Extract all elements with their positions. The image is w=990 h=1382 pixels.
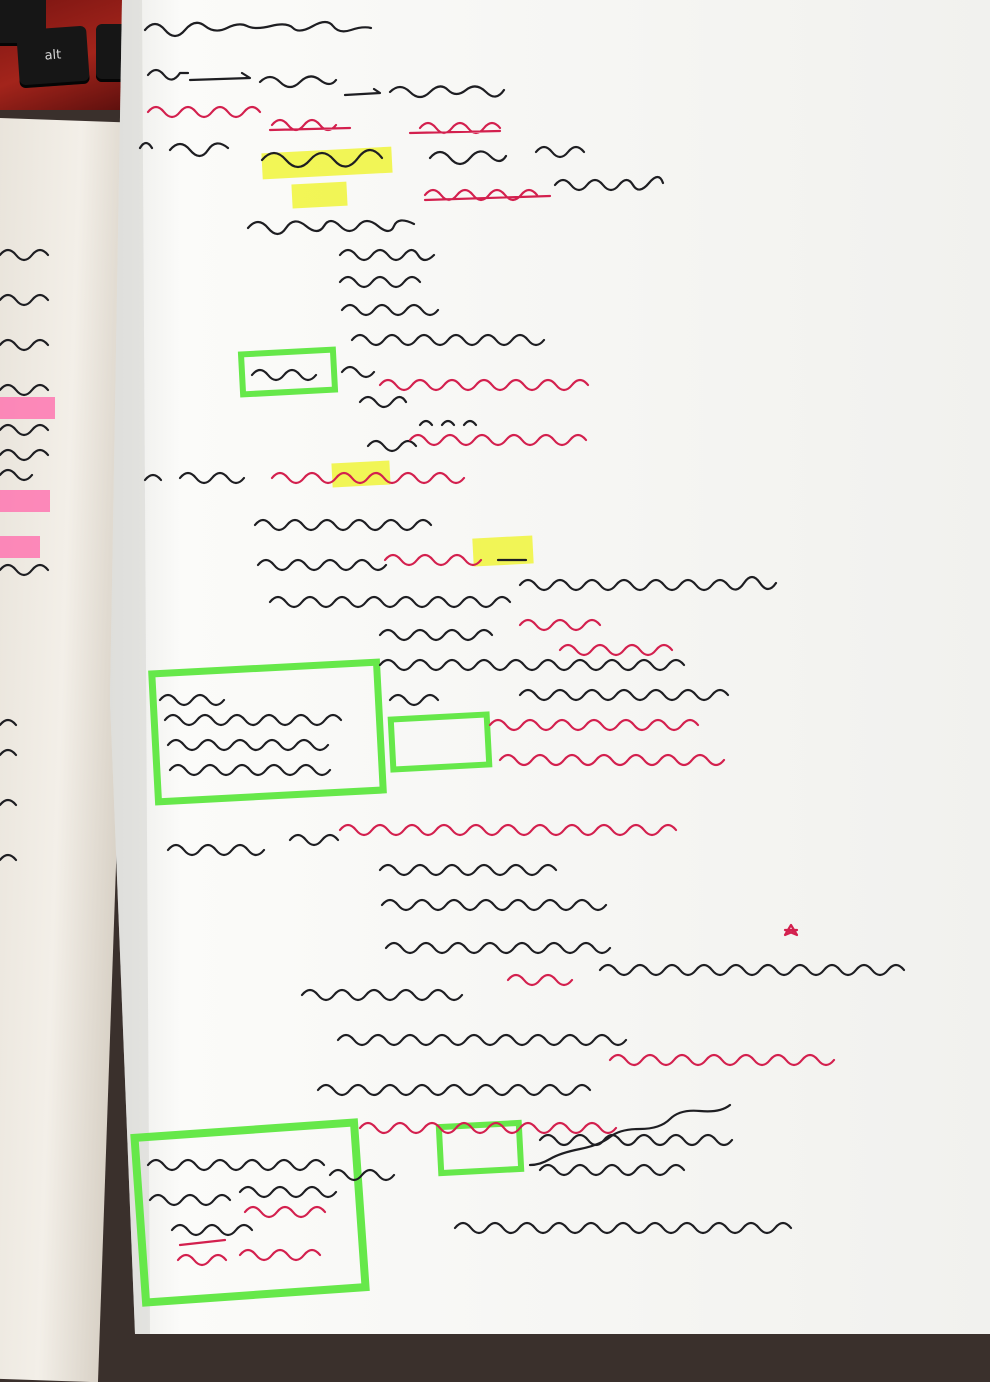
page-fold-shadow: [110, 0, 150, 1334]
pink-highlight: [0, 397, 55, 419]
paper-sheet: [110, 0, 990, 1334]
yellow-highlight: [291, 181, 348, 209]
notebook-page: [0, 0, 990, 1334]
green-highlight-box: [387, 711, 493, 773]
pink-highlight: [0, 536, 40, 558]
yellow-highlight: [472, 535, 534, 567]
black-handwriting: [0, 20, 906, 1237]
green-highlight-box: [130, 1118, 370, 1307]
green-highlight-box: [435, 1119, 525, 1177]
green-highlight-box: [237, 346, 339, 398]
laptop-keyboard-corner: alt: [0, 0, 156, 110]
red-handwriting: [146, 105, 836, 1267]
green-highlight-box: [148, 658, 387, 806]
yellow-highlight: [331, 460, 391, 488]
pink-highlight: [0, 490, 50, 512]
